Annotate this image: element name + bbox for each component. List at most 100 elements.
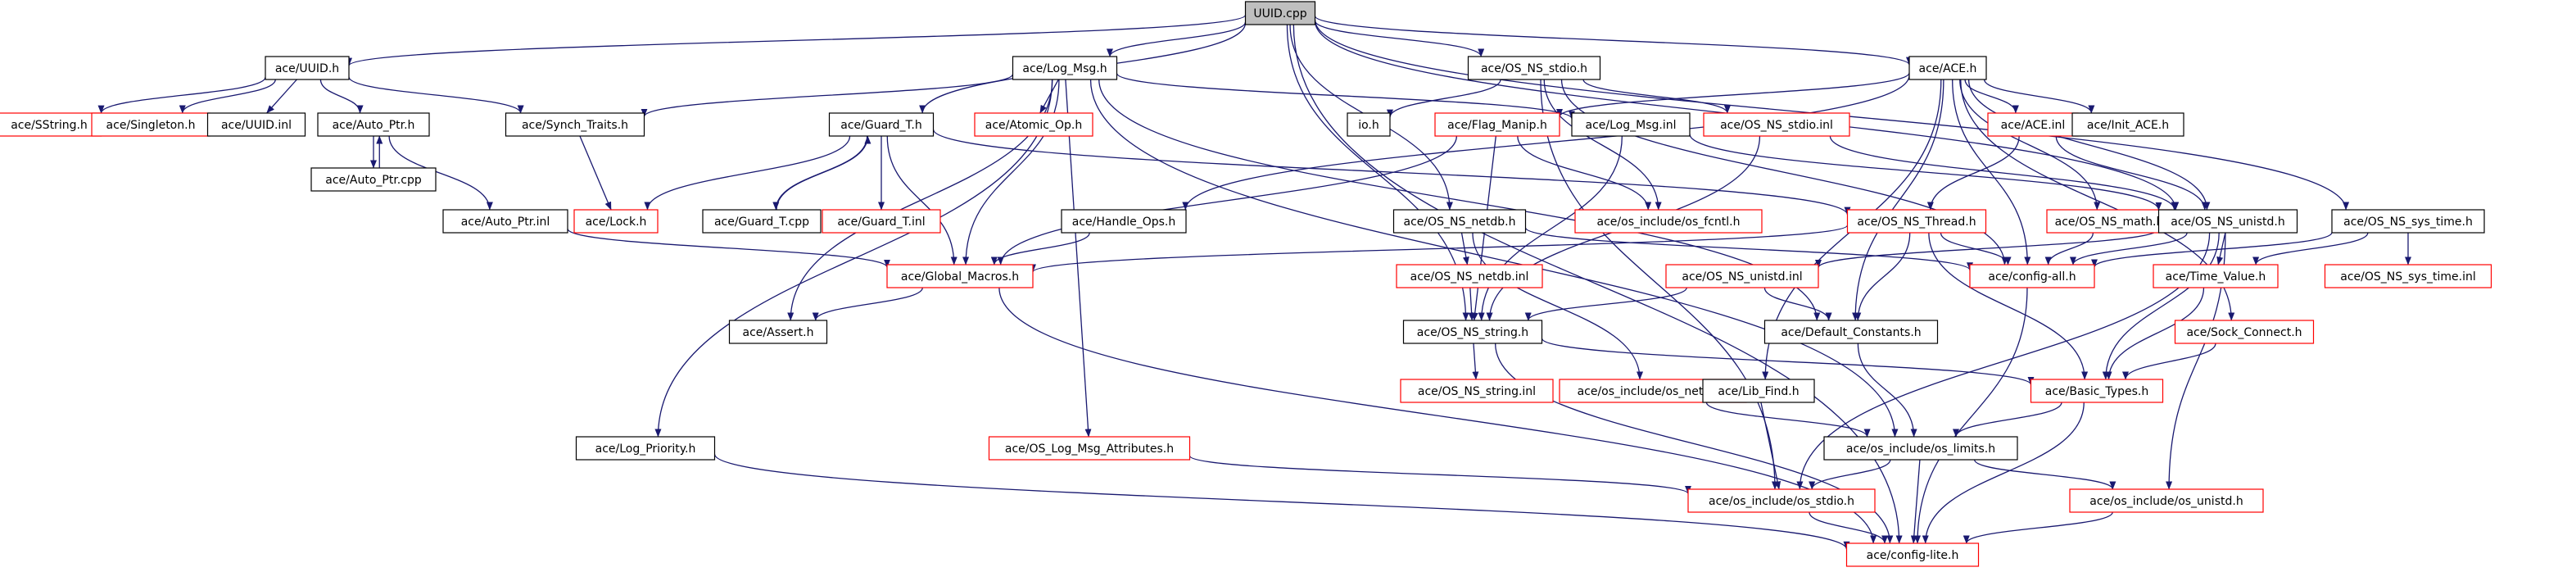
node-os_include_os_limits_h[interactable]: ace/os_include/os_limits.h [1823,436,2018,461]
node-os_ns_thread_h[interactable]: ace/OS_NS_Thread.h [1846,209,1987,234]
node-os_ns_stdio_inl[interactable]: ace/OS_NS_stdio.inl [1703,112,1850,137]
node-box-os_include_os_stdio_h[interactable] [1687,488,1876,513]
node-box-os_include_os_fcntl_h[interactable] [1574,209,1763,234]
node-auto_ptr_cpp[interactable]: ace/Auto_Ptr.cpp [310,167,437,192]
node-box-os_log_msg_attributes_h[interactable] [988,436,1191,461]
node-guard_t_cpp[interactable]: ace/Guard_T.cpp [702,209,822,234]
node-os_include_os_unistd_h[interactable]: ace/os_include/os_unistd.h [2069,488,2264,513]
node-uuid_h[interactable]: ace/UUID.h [265,56,350,80]
node-log_priority_h[interactable]: ace/Log_Priority.h [575,436,716,461]
node-box-auto_ptr_inl[interactable] [442,209,568,234]
node-box-os_ns_netdb_inl[interactable] [1396,264,1543,288]
node-os_ns_netdb_h[interactable]: ace/OS_NS_netdb.h [1392,209,1527,234]
node-box-uuid_cpp[interactable] [1244,1,1316,25]
node-box-synch_traits_h[interactable] [505,112,645,137]
node-box-guard_t_inl[interactable] [822,209,941,234]
node-log_msg_inl[interactable]: ace/Log_Msg.inl [1571,112,1691,137]
node-label-os_include_os_stdio_h: ace/os_include/os_stdio.h [1709,495,1854,508]
node-box-config_all_h[interactable] [1969,264,2095,288]
node-ace_h[interactable]: ace/ACE.h [1908,56,1987,80]
node-global_macros_h[interactable]: ace/Global_Macros.h [886,264,1034,288]
node-os_log_msg_attributes_h[interactable]: ace/OS_Log_Msg_Attributes.h [988,436,1191,461]
node-box-os_ns_thread_h[interactable] [1846,209,1987,234]
node-box-auto_ptr_h[interactable] [317,112,430,137]
node-auto_ptr_h[interactable]: ace/Auto_Ptr.h [317,112,430,137]
node-os_ns_sys_time_h[interactable]: ace/OS_NS_sys_time.h [2331,209,2485,234]
node-box-lib_find_h[interactable] [1702,379,1815,403]
node-os_ns_stdio_h[interactable]: ace/OS_NS_stdio.h [1467,56,1601,80]
node-log_msg_h[interactable]: ace/Log_Msg.h [1012,56,1118,80]
node-label-lib_find_h: ace/Lib_Find.h [1718,385,1799,398]
node-box-guard_t_cpp[interactable] [702,209,822,234]
node-box-config_lite_h[interactable] [1845,542,1980,567]
node-guard_t_inl[interactable]: ace/Guard_T.inl [822,209,941,234]
node-synch_traits_h[interactable]: ace/Synch_Traits.h [505,112,645,137]
node-io_h[interactable]: io.h [1347,112,1391,137]
node-singleton_h[interactable]: ace/Singleton.h [91,112,211,137]
node-time_value_h[interactable]: ace/Time_Value.h [2153,264,2279,288]
dependency-edge-os_ns_sys_time_h-to-config_all_h [2091,232,2333,268]
node-box-lock_h[interactable] [573,209,659,234]
node-atomic_op_h[interactable]: ace/Atomic_Op.h [974,112,1093,137]
node-config_lite_h[interactable]: ace/config-lite.h [1845,542,1980,567]
node-config_all_h[interactable]: ace/config-all.h [1969,264,2095,288]
node-box-time_value_h[interactable] [2153,264,2279,288]
node-box-sock_connect_h[interactable] [2174,320,2315,344]
node-box-auto_ptr_cpp[interactable] [310,167,437,192]
node-box-os_ns_unistd_h[interactable] [2157,209,2298,234]
node-box-os_ns_string_inl[interactable] [1400,379,1554,403]
node-uuid_cpp[interactable]: UUID.cpp [1244,1,1316,25]
node-box-log_msg_h[interactable] [1012,56,1118,80]
node-box-io_h[interactable] [1347,112,1391,137]
node-lock_h[interactable]: ace/Lock.h [573,209,659,234]
node-box-os_ns_string_h[interactable] [1402,320,1543,344]
node-os_include_os_stdio_h[interactable]: ace/os_include/os_stdio.h [1687,488,1876,513]
node-box-os_ns_unistd_inl[interactable] [1665,264,1819,288]
node-box-os_ns_sys_time_h[interactable] [2331,209,2485,234]
node-box-basic_types_h[interactable] [2030,379,2164,403]
dependency-edge-uuid_cpp-to-uuid_h [346,14,1247,66]
node-os_ns_string_inl[interactable]: ace/OS_NS_string.inl [1400,379,1554,403]
node-os_ns_string_h[interactable]: ace/OS_NS_string.h [1402,320,1543,344]
node-ace_inl[interactable]: ace/ACE.inl [1987,112,2079,137]
node-default_constants_h[interactable]: ace/Default_Constants.h [1763,320,1939,344]
node-box-os_ns_stdio_inl[interactable] [1703,112,1850,137]
node-guard_t_h[interactable]: ace/Guard_T.h [828,112,935,137]
node-box-os_include_os_limits_h[interactable] [1823,436,2018,461]
node-box-guard_t_h[interactable] [828,112,935,137]
node-box-init_ace_h[interactable] [2071,112,2184,137]
node-box-ace_inl[interactable] [1987,112,2079,137]
node-box-handle_ops_h[interactable] [1061,209,1187,234]
node-box-assert_h[interactable] [728,320,828,344]
node-os_include_os_fcntl_h[interactable]: ace/os_include/os_fcntl.h [1574,209,1763,234]
node-box-default_constants_h[interactable] [1763,320,1939,344]
node-box-ace_h[interactable] [1908,56,1987,80]
node-box-log_msg_inl[interactable] [1571,112,1691,137]
node-handle_ops_h[interactable]: ace/Handle_Ops.h [1061,209,1187,234]
node-box-os_include_os_unistd_h[interactable] [2069,488,2264,513]
node-basic_types_h[interactable]: ace/Basic_Types.h [2030,379,2164,403]
node-lib_find_h[interactable]: ace/Lib_Find.h [1702,379,1815,403]
node-sstring_h[interactable]: ace/SString.h [0,112,102,137]
node-os_ns_unistd_h[interactable]: ace/OS_NS_unistd.h [2157,209,2298,234]
node-box-sstring_h[interactable] [0,112,102,137]
node-os_ns_unistd_inl[interactable]: ace/OS_NS_unistd.inl [1665,264,1819,288]
node-os_ns_netdb_inl[interactable]: ace/OS_NS_netdb.inl [1396,264,1543,288]
node-box-os_ns_netdb_h[interactable] [1392,209,1527,234]
node-box-log_priority_h[interactable] [575,436,716,461]
node-auto_ptr_inl[interactable]: ace/Auto_Ptr.inl [442,209,568,234]
node-box-uuid_h[interactable] [265,56,350,80]
node-init_ace_h[interactable]: ace/Init_ACE.h [2071,112,2184,137]
node-box-os_ns_sys_time_inl[interactable] [2324,264,2492,288]
node-sock_connect_h[interactable]: ace/Sock_Connect.h [2174,320,2315,344]
node-os_ns_math_h[interactable]: ace/OS_NS_math.h [2046,209,2172,234]
node-box-os_ns_stdio_h[interactable] [1467,56,1601,80]
node-box-global_macros_h[interactable] [886,264,1034,288]
node-box-flag_manip_h[interactable] [1434,112,1560,137]
node-os_ns_sys_time_inl[interactable]: ace/OS_NS_sys_time.inl [2324,264,2492,288]
node-uuid_inl[interactable]: ace/UUID.inl [206,112,306,137]
node-box-uuid_inl[interactable] [206,112,306,137]
node-box-atomic_op_h[interactable] [974,112,1093,137]
node-assert_h[interactable]: ace/Assert.h [728,320,828,344]
node-flag_manip_h[interactable]: ace/Flag_Manip.h [1434,112,1560,137]
